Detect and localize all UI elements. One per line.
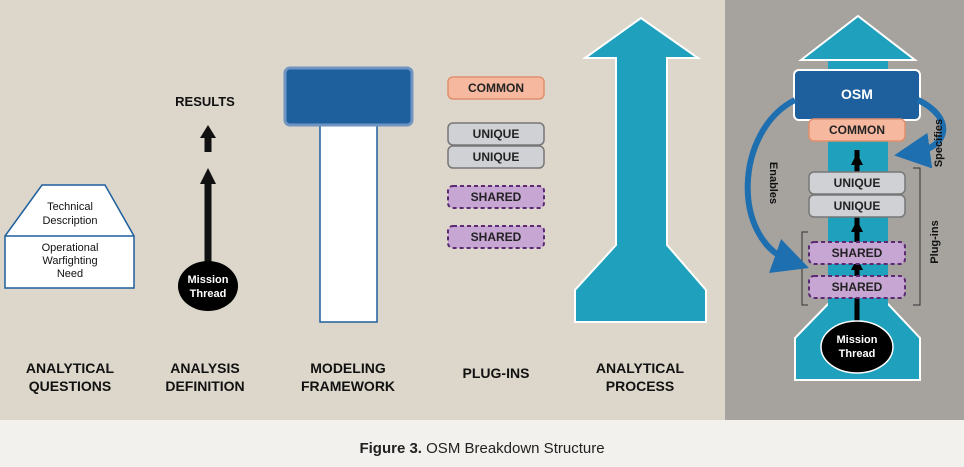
unique-box-2-label: UNIQUE [473,150,520,164]
framework-cap [283,66,414,127]
mission-thread-line-1: Mission [188,274,229,286]
specifies-curved-arrow [894,97,947,169]
shared-box-1 [447,185,545,209]
figure-caption: Figure 3. OSM Breakdown Structure [0,440,964,457]
enables-curved-arrow [744,97,809,273]
col-plugins: PLUG-INS [463,365,530,381]
specifies-label: Specifies [933,119,945,167]
osm-unique-2-label: UNIQUE [834,199,881,213]
osm-shared-1-label: SHARED [832,246,883,260]
osm-unique-box-2 [808,194,906,218]
framework-column [319,117,378,323]
osm-mission-thread-line-1: Mission [837,334,878,346]
common-box [447,76,545,100]
osm-unique-1-label: UNIQUE [834,176,881,190]
osm-common-label: COMMON [829,123,885,137]
definition-arrow-head [200,168,216,184]
common-box-label: COMMON [468,81,524,95]
mission-thread-line-2: Thread [190,288,227,300]
shared-box-2-label: SHARED [471,230,522,244]
unique-box-1 [447,122,545,146]
caption-label: Figure 3. [359,440,422,457]
operational-need-line-2: Warfighting [42,255,97,267]
col-definition-line-2: DEFINITION [165,378,244,394]
analytical-questions-shape: Technical Description Operational Warfig… [4,184,135,289]
col-definition-line-1: ANALYSIS [170,360,240,376]
col-process-line-1: ANALYTICAL [596,360,685,376]
mission-thread-node [178,261,238,311]
osm-shared-2-label: SHARED [832,280,883,294]
analytical-process-arrow [574,16,707,323]
col-framework-line-1: MODELING [310,360,386,376]
technical-description-line-2: Description [42,215,97,227]
flow-arrow-2 [851,220,863,232]
operational-need-line-3: Need [57,268,83,280]
unique-box-1-label: UNIQUE [473,127,520,141]
caption-text: OSM Breakdown Structure [426,440,605,457]
col-framework-line-2: FRAMEWORK [301,378,395,394]
flow-arrow-3 [851,153,863,165]
osm-mission-thread-node [820,320,894,374]
modeling-framework-graphic [283,66,414,323]
plugins-vertical-label: Plug-ins [929,220,941,263]
osm-box-label: OSM [841,86,873,102]
shared-box-2 [447,225,545,249]
shared-box-1-label: SHARED [471,190,522,204]
operational-need-line-1: Operational [42,242,99,254]
col-process-line-2: PROCESS [606,378,674,394]
col-questions-line-2: QUESTIONS [29,378,111,394]
osm-breakdown-diagram: Technical Description Operational Warfig… [0,0,964,420]
osm-shared-box-2 [808,275,906,299]
osm-shared-box-1 [808,241,906,265]
osm-unique-box-1 [808,171,906,195]
osm-common-box [808,118,906,142]
plugins-graphic: COMMON UNIQUE UNIQUE SHARED SHARED [447,76,545,249]
results-arrow-head [200,125,216,138]
analysis-definition-graphic: RESULTS Mission Thread [175,94,238,311]
technical-description-line-1: Technical [47,201,93,213]
col-questions-line-1: ANALYTICAL [26,360,115,376]
results-label: RESULTS [175,94,235,109]
enables-label: Enables [767,162,779,204]
osm-mission-thread-line-2: Thread [839,348,876,360]
osm-arrow-head [798,14,918,61]
unique-box-2 [447,145,545,169]
osm-combined-graphic: OSM COMMON UNIQUE UNIQUE SHARED SHARED M… [744,14,947,381]
